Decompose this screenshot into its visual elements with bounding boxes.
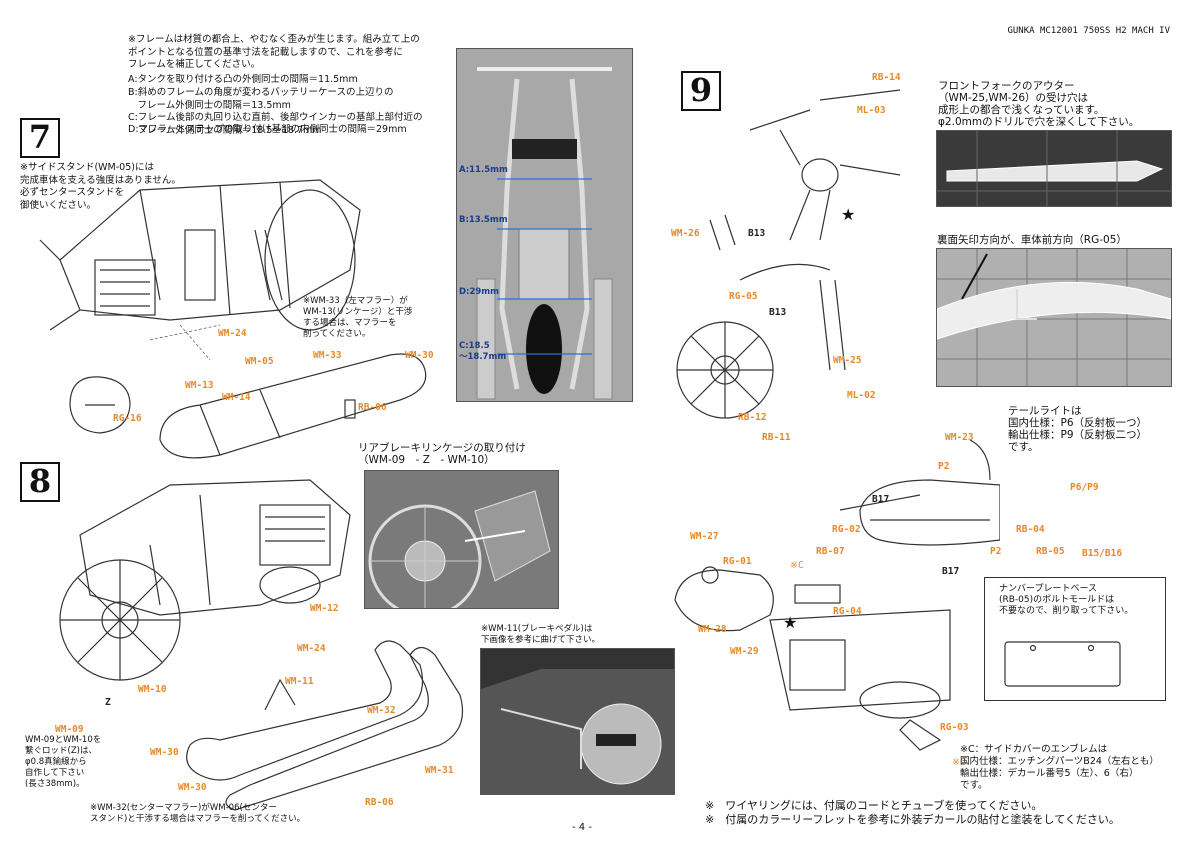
part-label-wm12: WM-12 xyxy=(310,603,339,614)
part-label-rg02: RG-02 xyxy=(832,524,861,535)
part-label-wm24: WM-24 xyxy=(218,328,247,339)
step-9-body-drawing xyxy=(674,440,1000,751)
dimension-label-d: D:29mm xyxy=(459,287,499,297)
part-label-b13-a: B13 xyxy=(748,228,766,239)
part-label-rb05: RB-05 xyxy=(1036,546,1065,557)
step-7-number: 7 xyxy=(20,118,60,158)
part-label-wm29: WM-29 xyxy=(730,646,759,657)
rear-brake-photo-drawing xyxy=(365,471,558,608)
part-label-wm10: WM-10 xyxy=(138,684,167,695)
part-label-wm28: WM-28 xyxy=(698,624,727,635)
frame-top-view-photo: A:11.5mm B:13.5mm D:29mm C:18.5 ～18.7mm xyxy=(456,48,633,402)
rear-fender-photo xyxy=(936,248,1172,387)
step-9-number: 9 xyxy=(681,71,721,111)
fork-outer-photo xyxy=(936,130,1172,207)
part-label-wm14: WM-14 xyxy=(222,392,251,403)
part-label-rb14: RB-14 xyxy=(872,72,901,83)
part-label-wm30-b: WM-30 xyxy=(178,782,207,793)
tail-light-note: テールライトは 国内仕様：P6（反射板一つ） 輸出仕様：P9（反射板二つ） です… xyxy=(1008,405,1148,453)
part-label-wm24-s8: WM-24 xyxy=(297,643,326,654)
part-label-wm30-a: WM-30 xyxy=(150,747,179,758)
part-label-rb07: RB-07 xyxy=(816,546,845,557)
part-label-rg05: RG-05 xyxy=(729,291,758,302)
part-label-wm11: WM-11 xyxy=(285,676,314,687)
part-label-rb06-s8: RB-06 xyxy=(365,797,394,808)
part-label-wm27: WM-27 xyxy=(690,531,719,542)
brake-pedal-note: ※WM-11(ブレーキペダル)は 下画像を参考に曲げて下さい。 xyxy=(481,624,601,645)
part-label-ml02: ML-02 xyxy=(847,390,876,401)
frame-note-c: C:フレーム後部の丸回り込む直前、後部ウインカーの基部上部付近の フレーム外側同… xyxy=(128,112,423,136)
rear-fender-photo-drawing xyxy=(937,249,1171,386)
part-label-rb04: RB-04 xyxy=(1016,524,1045,535)
frame-note-a: A:タンクを取り付ける凸の外側同士の間隔＝11.5mm xyxy=(128,74,358,85)
footer-note-decal: ※ 付属のカラーリーフレットを参考に外装デカールの貼付と塗装をしてください。 xyxy=(705,813,1120,826)
part-label-rg16: RG-16 xyxy=(113,413,142,424)
frame-note-b: B:斜めのフレームの角度が変わるバッテリーケースの上辺りの フレーム外側同士の間… xyxy=(128,87,394,111)
fork-outer-photo-drawing xyxy=(937,131,1171,206)
part-label-rb06: RB-06 xyxy=(358,402,387,413)
part-label-b17-b: B17 xyxy=(942,566,960,577)
part-label-z: Z xyxy=(105,697,111,708)
frame-note-intro: ※フレームは材質の都合上、やむなく歪みが生じます。組み立て上の ポイントとなる位… xyxy=(128,34,420,70)
step-9-fork-drawing xyxy=(676,89,901,419)
part-label-p2-a: P2 xyxy=(938,461,950,472)
step-7-muffler-drawing xyxy=(159,353,427,459)
fork-outer-note: フロントフォークのアウター （WM-25,WM-26）の受け穴は 成形上の都合で… xyxy=(938,80,1140,128)
part-label-wm25: WM-25 xyxy=(833,355,862,366)
document-title: GUNKA MC12001 750SS H2 MACH IV xyxy=(1007,26,1170,36)
frame-note-d: D:マフラーとステップの取り付け基部の内側同士の間隔＝29mm xyxy=(128,124,407,135)
step-7-stand-note: ※サイドスタンド(WM-05)には 完成車体を支える強度はありません。 必ずセン… xyxy=(20,162,181,211)
part-label-wm32: WM-32 xyxy=(367,705,396,716)
part-label-b13-b: B13 xyxy=(769,307,787,318)
part-label-wm33: WM-33 xyxy=(313,350,342,361)
part-label-wm09: WM-09 xyxy=(55,724,84,735)
part-label-rb11: RB-11 xyxy=(762,432,791,443)
step-8-frame-drawing xyxy=(59,479,351,681)
part-label-rb12: RB-12 xyxy=(738,412,767,423)
part-label-wm26: WM-26 xyxy=(671,228,700,239)
part-label-p6p9: P6/P9 xyxy=(1070,482,1099,493)
dimension-label-b: B:13.5mm xyxy=(459,215,508,225)
step-8-muffler-drawing xyxy=(186,640,464,811)
step-7-frame-drawing xyxy=(39,179,361,361)
step-7-cover-drawing xyxy=(69,376,131,434)
part-label-c-2: ※C xyxy=(952,757,966,768)
part-label-b15b16: B15/B16 xyxy=(1082,548,1123,559)
number-plate-inset: ナンバープレートベース (RB-05)のボルトモールドは 不要なので、削り取って… xyxy=(984,577,1166,701)
part-label-rg04: RG-04 xyxy=(833,606,862,617)
number-plate-note: ナンバープレートベース (RB-05)のボルトモールドは 不要なので、削り取って… xyxy=(999,584,1134,616)
part-label-rg03: RG-03 xyxy=(940,722,969,733)
part-label-wm13: WM-13 xyxy=(185,380,214,391)
brake-pedal-photo-drawing xyxy=(481,649,674,794)
brake-pedal-photo xyxy=(480,648,675,795)
part-label-b17-a: B17 xyxy=(872,494,890,505)
arrow-direction-note: 裏面矢印方向が、車体前方向（RG-05） xyxy=(937,234,1127,246)
part-label-wm31: WM-31 xyxy=(425,765,454,776)
dimension-label-c: C:18.5 ～18.7mm xyxy=(459,341,507,362)
dimension-label-a: A:11.5mm xyxy=(459,165,508,175)
star-mark-9: ★ xyxy=(841,205,856,224)
rod-note: WM-09とWM-10を 繋ぐロッド(Z)は、 φ0.8真鍮線から 自作して下さ… xyxy=(25,735,102,789)
part-label-ml03: ML-03 xyxy=(857,105,886,116)
footer-note-wiring: ※ ワイヤリングには、付属のコードとチューブを使ってください。 xyxy=(705,799,1043,812)
part-label-wm30: WM-30 xyxy=(405,350,434,361)
frame-photo-drawing xyxy=(457,49,632,401)
star-mark-body: ★ xyxy=(783,613,798,632)
part-label-wm23: WM-23 xyxy=(945,432,974,443)
part-label-c-1: ※C xyxy=(790,560,804,571)
part-label-p2-b: P2 xyxy=(990,546,1002,557)
part-label-rg01: RG-01 xyxy=(723,556,752,567)
rear-brake-linkage-title: リアブレーキリンケージの取り付け （WM-09 - Z - WM-10） xyxy=(358,442,526,466)
emblem-note: ※C：サイドカバーのエンブレムは 国内仕様：エッチングパーツB24（左右とも） … xyxy=(960,744,1159,791)
rear-brake-linkage-photo xyxy=(364,470,559,609)
number-plate-drawing xyxy=(1004,641,1121,687)
step-8-number: 8 xyxy=(20,462,60,502)
part-label-wm05: WM-05 xyxy=(245,356,274,367)
center-muffler-note: ※WM-32(センターマフラー)がWM-06(センター スタンド)と干渉する場合… xyxy=(90,803,306,824)
page-number: - 4 - xyxy=(572,822,592,833)
step-7-muffler-note: ※WM-33（左マフラー）が WM-13(リンケージ）と干渉 する場合は、マフラ… xyxy=(303,296,413,339)
